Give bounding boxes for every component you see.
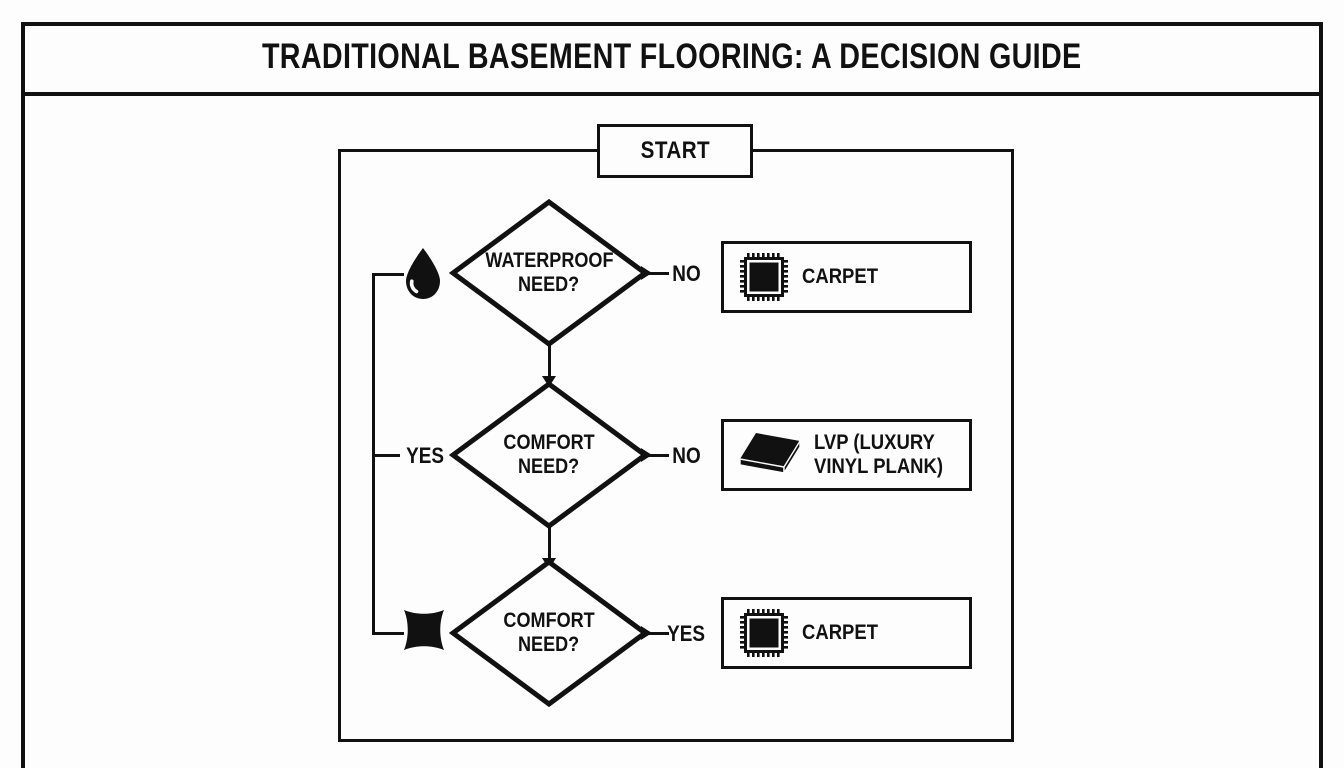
result-carpet-top-label: CARPET [802, 265, 878, 289]
rug-icon [736, 249, 792, 305]
start-node[interactable]: START [597, 124, 753, 178]
waterproof-no-connector [645, 272, 669, 275]
water-drop-icon [400, 246, 446, 302]
result-carpet-bottom[interactable]: CARPET [721, 597, 972, 669]
yes-rail-stub-middle [372, 454, 400, 457]
comfort-2-yes-connector [645, 632, 669, 635]
start-label: START [640, 137, 710, 164]
vinyl-plank-icon [736, 427, 804, 483]
result-carpet-top[interactable]: CARPET [721, 241, 972, 313]
comfort-1-no-connector [645, 454, 669, 457]
waterproof-to-comfort1-connector [548, 344, 551, 382]
comfort-1-yes-label: YES [406, 443, 444, 468]
yes-rail-stub-top [372, 273, 404, 276]
result-carpet-bottom-label: CARPET [802, 621, 878, 645]
comfort1-to-comfort2-connector [548, 526, 551, 564]
title-band: TRADITIONAL BASEMENT FLOORING: A DECISIO… [21, 22, 1323, 96]
page-border [21, 22, 1323, 768]
diamond-outline [449, 380, 649, 530]
pillow-icon [398, 604, 450, 656]
decision-comfort-1[interactable]: COMFORT NEED? [449, 380, 649, 530]
result-lvp-label: LVP (LUXURY VINYL PLANK) [814, 431, 944, 478]
decision-comfort-2[interactable]: COMFORT NEED? [449, 558, 649, 708]
diamond-outline [449, 198, 649, 348]
result-lvp[interactable]: LVP (LUXURY VINYL PLANK) [721, 419, 972, 491]
comfort-1-no-label: NO [672, 443, 701, 468]
comfort-2-yes-label: YES [667, 621, 705, 646]
yes-rail-stub-bottom [372, 632, 404, 635]
rug-icon [736, 605, 792, 661]
page-title: TRADITIONAL BASEMENT FLOORING: A DECISIO… [262, 37, 1082, 76]
waterproof-no-label: NO [672, 261, 701, 286]
diamond-outline [449, 558, 649, 708]
decision-waterproof[interactable]: WATERPROOF NEED? [449, 198, 649, 348]
